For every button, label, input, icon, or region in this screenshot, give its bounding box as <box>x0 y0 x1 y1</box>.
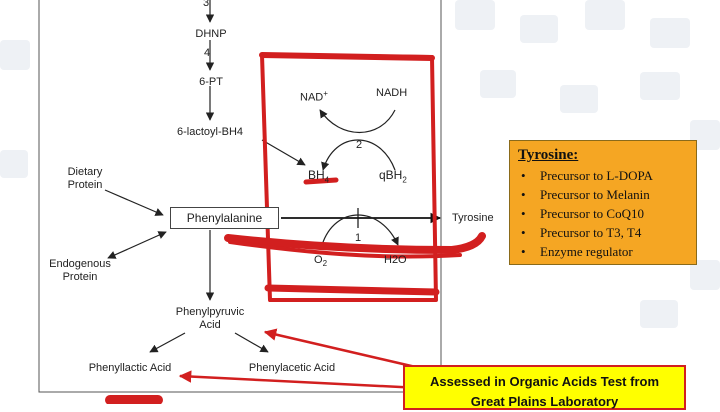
list-item: Precursor to L-DOPA <box>518 166 688 185</box>
cycle-2-arc <box>319 109 396 133</box>
tyrosine-label: Tyrosine <box>452 212 494 224</box>
arrow-to-phenylacetic <box>234 332 269 353</box>
h2o-label: H2O <box>384 254 407 266</box>
bh4-subscript: 4 <box>324 175 330 185</box>
bh4-text: BH <box>308 168 325 182</box>
tyrosine-role-list: Precursor to L-DOPA Precursor to Melanin… <box>518 166 688 261</box>
o2-subscript: 2 <box>322 259 328 269</box>
red-box-outline <box>260 53 438 302</box>
step-2-label: 2 <box>356 139 363 151</box>
arrow-endogenous-phe <box>107 231 167 259</box>
red-box-top <box>259 52 435 61</box>
qbh2-label: qBH2 <box>379 169 407 186</box>
red-arrow-to-phenylpyruvic <box>263 328 421 370</box>
step-4-label: 4 <box>204 47 211 59</box>
list-item: Precursor to Melanin <box>518 185 688 204</box>
red-swoosh-line <box>228 240 462 259</box>
organic-acids-test-callout: Assessed in Organic Acids Test from Grea… <box>403 365 686 410</box>
arrow-lactoyl-to-bh4 <box>261 139 306 166</box>
nad-text: NAD <box>300 91 324 104</box>
o2-label: O2 <box>314 254 327 270</box>
arrow-dietary-to-phe <box>104 189 164 216</box>
red-annotations <box>105 52 486 404</box>
figure-frame <box>38 0 442 393</box>
nad-plus-label: NAD+ <box>300 87 328 105</box>
lactoyl-bh4-label: 6-lactoyl-BH4 <box>176 126 244 138</box>
red-arrow-to-phenyllactic <box>178 370 421 390</box>
phenylalanine-box: Phenylalanine <box>170 207 279 229</box>
callout-line-2: Great Plains Laboratory <box>470 394 619 409</box>
bh4-label: BH4 <box>308 169 329 186</box>
tyrosine-panel-title: Tyrosine: <box>518 147 579 163</box>
red-bh4-underline <box>303 177 339 185</box>
phenylpyruvic-acid-label: Phenylpyruvic Acid <box>175 306 245 331</box>
red-box-bottom <box>264 284 440 296</box>
o2-text: O <box>314 254 323 266</box>
list-item: Precursor to CoQ10 <box>518 204 688 223</box>
qbh2-text: qBH <box>379 168 403 182</box>
step-3-label: 3 <box>203 0 210 9</box>
phenyllactic-acid-label: Phenyllactic Acid <box>88 362 172 374</box>
nadh-label: NADH <box>376 87 408 99</box>
arrow-to-phenyllactic <box>149 332 186 353</box>
cycle-1-arc <box>321 214 399 246</box>
nad-superscript: + <box>323 89 328 98</box>
dietary-protein-label: Dietary Protein <box>67 166 103 191</box>
list-item: Precursor to T3, T4 <box>518 223 688 242</box>
tyrosine-info-panel: Tyrosine: Precursor to L-DOPA Precursor … <box>509 140 697 265</box>
callout-line-1: Assessed in Organic Acids Test from <box>429 374 660 389</box>
red-swoosh <box>224 232 486 254</box>
list-item: Enzyme regulator <box>518 242 688 261</box>
cycle-2-arc-lower <box>321 139 396 171</box>
endogenous-protein-label: Endogenous Protein <box>49 258 111 283</box>
six-pt-label: 6-PT <box>199 76 223 88</box>
dhnp-label: DHNP <box>195 28 227 40</box>
puzzle-watermark <box>0 0 720 328</box>
qbh2-subscript: 2 <box>402 175 407 185</box>
step-1-label: 1 <box>355 232 362 244</box>
phenylacetic-acid-label: Phenylacetic Acid <box>248 362 336 374</box>
